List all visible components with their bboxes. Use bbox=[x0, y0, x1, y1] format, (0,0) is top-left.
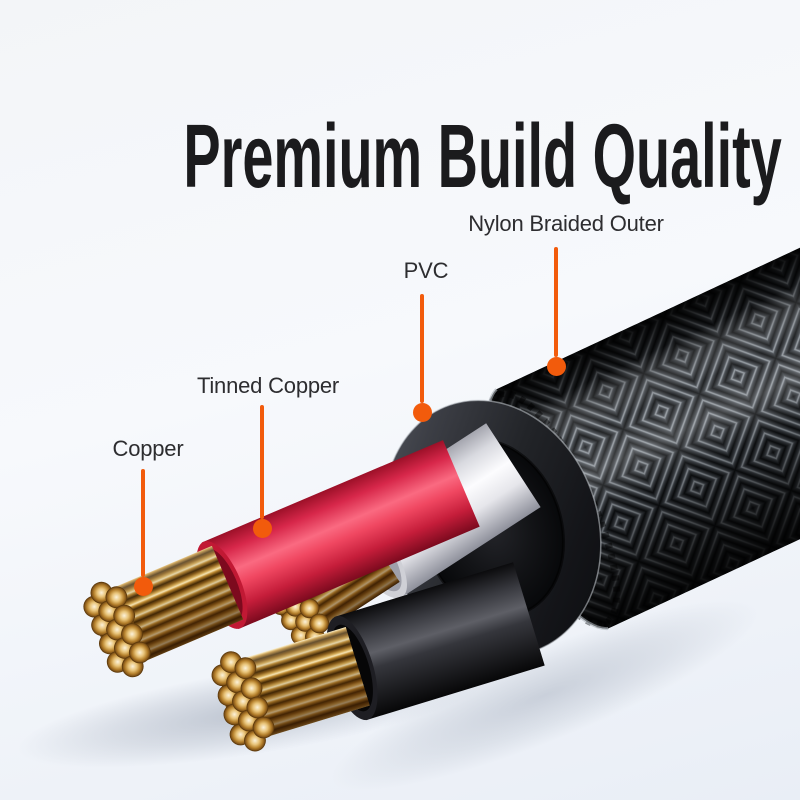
black-wire-strand-tips bbox=[211, 651, 275, 752]
callout-dot bbox=[134, 577, 153, 596]
callout-dot bbox=[413, 403, 432, 422]
red-wire-strand-tips bbox=[83, 581, 151, 678]
callout-dot bbox=[253, 519, 272, 538]
page-title: Premium Build Quality bbox=[183, 107, 782, 208]
callout-label-tinned-copper: Tinned Copper bbox=[196, 373, 340, 398]
black-wire bbox=[211, 562, 545, 752]
callout-label-copper: Copper bbox=[112, 436, 184, 461]
callout-label-pvc: PVC bbox=[403, 258, 449, 283]
callout-line bbox=[554, 247, 558, 357]
black-wire-jacket bbox=[334, 562, 545, 721]
callout-line bbox=[420, 294, 424, 403]
callout-label-nylon-braided-outer: Nylon Braided Outer bbox=[468, 211, 664, 236]
callout-dot bbox=[547, 357, 566, 376]
red-wire-jacket bbox=[201, 440, 480, 630]
red-wire bbox=[83, 440, 480, 678]
callout-line bbox=[260, 405, 264, 519]
cable-shadow bbox=[331, 598, 759, 792]
callout-line bbox=[141, 469, 145, 577]
